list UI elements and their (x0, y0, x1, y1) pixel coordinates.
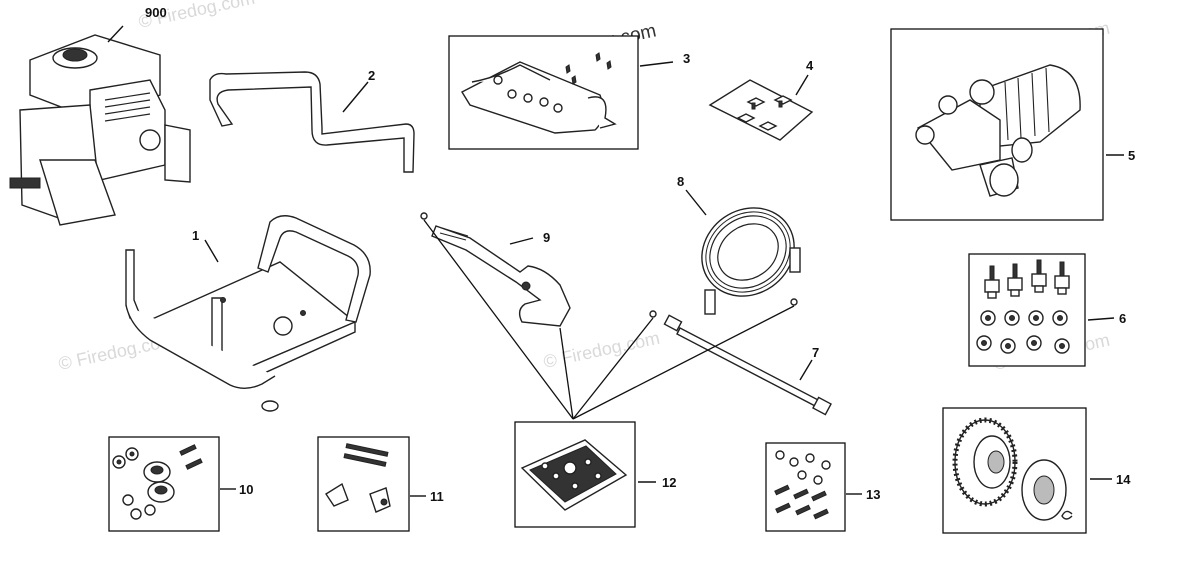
screw-kit-illustration (774, 450, 831, 520)
part-label-frame: 1 (192, 228, 199, 243)
frame-illustration (125, 215, 371, 412)
part-label-wand: 7 (812, 345, 819, 360)
part-label-isolator-kit: 6 (1119, 311, 1126, 326)
plate-kit-illustration (520, 439, 628, 511)
part-label-knob-kit: 11 (430, 489, 444, 504)
knob-kit-illustration (325, 443, 391, 513)
part-label-hardware-bag: 4 (806, 58, 814, 73)
part-label-plate-kit: 12 (662, 475, 676, 490)
hardware-bag-illustration (708, 79, 814, 141)
part-label-handle: 2 (368, 68, 375, 83)
part-label-bracket-kit: 3 (683, 51, 690, 66)
watermark-faint: © Firedog.com (542, 328, 662, 372)
handle-illustration (209, 71, 415, 173)
part-labels: 900 1 2 3 4 5 6 7 8 9 10 11 12 13 14 (145, 5, 1135, 504)
hose-illustration (701, 207, 801, 315)
knob-kit-box (317, 436, 410, 532)
part-label-gun: 9 (543, 230, 550, 245)
part-label-hose: 8 (677, 174, 684, 189)
gun-illustration (420, 212, 571, 327)
part-label-pump: 5 (1128, 148, 1135, 163)
part-label-axle-kit: 10 (239, 482, 253, 497)
isolator-kit-illustration (976, 259, 1070, 354)
bracket-kit-illustration (461, 52, 617, 134)
engine-illustration (9, 34, 191, 226)
leader-lines-12 (423, 219, 795, 420)
part-label-wheel-kit: 14 (1116, 472, 1131, 487)
pump-illustration (915, 64, 1081, 197)
wand-illustration (649, 310, 832, 416)
part-label-screw-kit: 13 (866, 487, 880, 502)
part-label-engine: 900 (145, 5, 167, 20)
wheel-kit-illustration (952, 417, 1073, 521)
axle-kit-illustration (112, 444, 203, 520)
